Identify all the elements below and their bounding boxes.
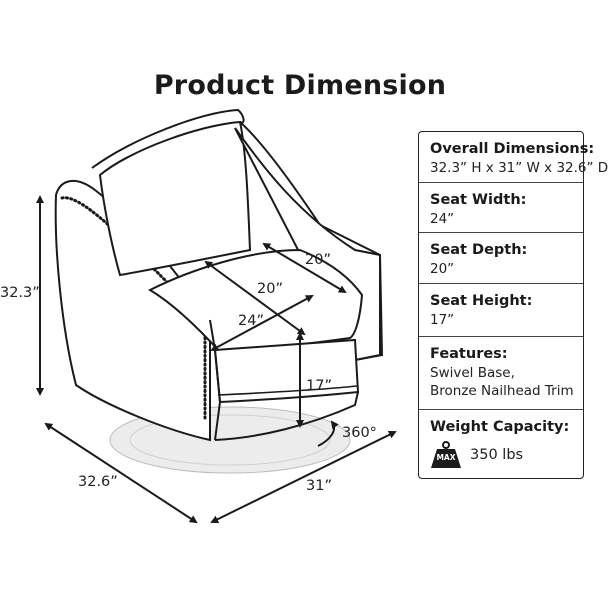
spec-value: Bronze Nailhead Trim: [430, 383, 574, 399]
seat-width-label: 24”: [238, 313, 264, 329]
width-label: 31”: [306, 478, 332, 494]
rotation-label: 360°: [342, 425, 377, 441]
seat-front: [213, 338, 360, 404]
back-cushion: [98, 120, 252, 277]
weight-icon-max-text: MAX: [436, 453, 456, 462]
spec-value: 32.3” H x 31” W x 32.6” D: [430, 160, 608, 176]
seat-depth-arrow: [210, 295, 314, 351]
spec-value: 17”: [430, 312, 455, 328]
chair-left-side-panel: [54, 180, 211, 442]
spec-value: Swivel Base,: [430, 365, 515, 381]
spec-label: Weight Capacity:: [430, 419, 570, 435]
weight-icon: MAX: [430, 441, 462, 469]
spec-overall-dimensions: Overall Dimensions: 32.3” H x 31” W x 32…: [419, 140, 608, 177]
spec-label: Seat Depth:: [430, 242, 528, 258]
spec-label: Seat Width:: [430, 192, 527, 208]
weight-line: MAX 350 lbs: [430, 441, 583, 469]
spec-seat-height: Seat Height: 17”: [419, 283, 583, 329]
spec-value: 24”: [430, 211, 455, 227]
spec-features: Features: Swivel Base, Bronze Nailhead T…: [419, 336, 583, 400]
spec-seat-depth: Seat Depth: 20”: [419, 232, 583, 278]
spec-label: Seat Height:: [430, 293, 533, 309]
depth-label: 32.6”: [78, 474, 118, 490]
specifications-panel: Overall Dimensions: 32.3” H x 31” W x 32…: [418, 131, 608, 479]
page-title: Product Dimension: [153, 70, 447, 101]
spec-seat-width: Seat Width: 24”: [419, 182, 583, 228]
spec-value: 20”: [430, 261, 455, 277]
seat-height-label: 17”: [306, 378, 332, 394]
spec-weight-capacity: Weight Capacity: MAX 350 lbs: [419, 409, 583, 469]
spec-label: Overall Dimensions:: [430, 141, 595, 157]
seat-depth-back-label: 20”: [305, 252, 331, 268]
spec-value: 350 lbs: [470, 447, 524, 463]
depth-arrow: [44, 422, 198, 524]
seat-depth-label: 20”: [257, 281, 283, 297]
width-arrow: [210, 431, 397, 523]
height-label: 32.3”: [0, 285, 40, 301]
spec-label: Features:: [430, 346, 508, 362]
rotation-arrow-icon: [317, 420, 339, 447]
